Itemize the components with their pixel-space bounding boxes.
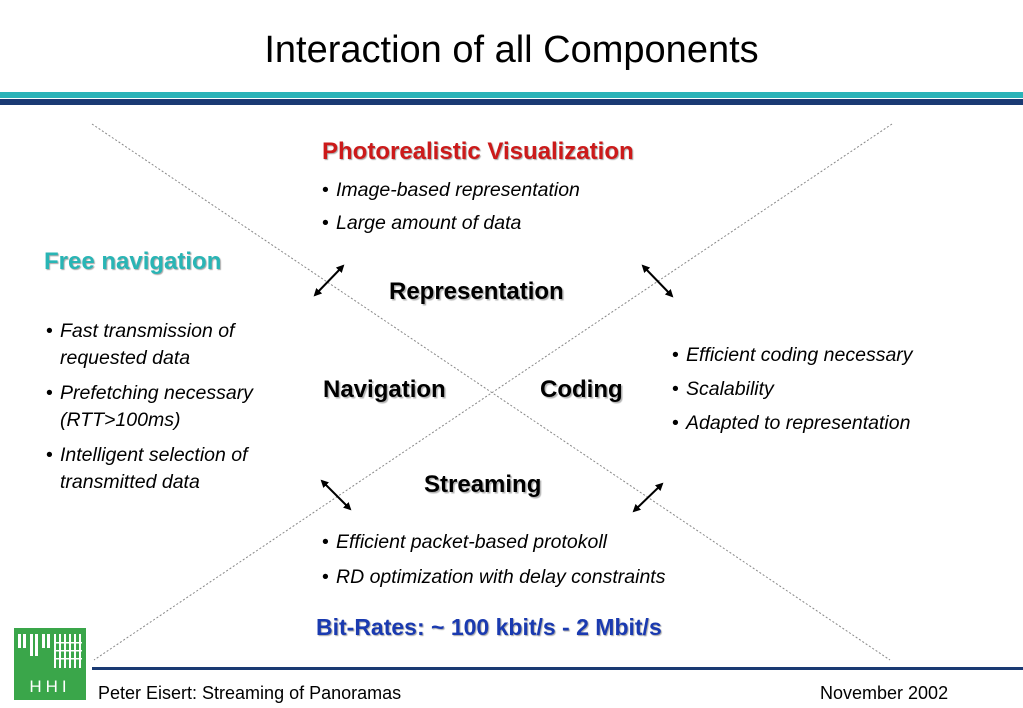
- label-representation: Representation: [389, 278, 564, 305]
- label-coding: Coding: [540, 376, 623, 403]
- left-bullet-2-line-2: (RTT>100ms): [60, 409, 181, 431]
- top-bullet-2: Large amount of data: [322, 210, 580, 237]
- title-divider-bars: [0, 92, 1023, 105]
- right-bullet-1: Efficient coding necessary: [672, 342, 913, 369]
- left-bullet-3-line-1: Intelligent selection of: [60, 444, 248, 466]
- top-bullet-1: Image-based representation: [322, 177, 580, 204]
- footer-divider: [92, 667, 1023, 670]
- bottom-bullet-1: Efficient packet-based protokoll: [322, 529, 665, 556]
- left-bullet-1: • Fast transmission of requested data: [46, 320, 235, 369]
- left-bullet-1-line-2: requested data: [60, 347, 191, 369]
- slide-title: Interaction of all Components: [264, 29, 759, 71]
- bottom-bullet-list: Efficient packet-based protokoll RD opti…: [322, 529, 665, 591]
- bitrates-heading: Bit-Rates: ~ 100 kbit/s - 2 Mbit/s: [316, 614, 662, 640]
- right-bullet-2: Scalability: [672, 376, 913, 403]
- label-navigation: Navigation: [323, 376, 446, 403]
- arrow-bottom-right: [632, 482, 664, 513]
- left-bullet-list: • Fast transmission of requested data • …: [46, 318, 253, 496]
- right-bullet-list: Efficient coding necessary Scalability A…: [672, 342, 913, 437]
- arrow-top-right: [641, 264, 674, 298]
- label-streaming: Streaming: [424, 471, 542, 498]
- heading-free-navigation: Free navigation: [44, 248, 222, 275]
- top-bullet-list: Image-based representation Large amount …: [322, 177, 580, 237]
- arrow-bottom-left: [320, 479, 352, 511]
- logo-text: HHI: [29, 677, 70, 696]
- left-bullet-2-line-1: Prefetching necessary: [60, 382, 253, 404]
- heading-photorealistic-visualization: Photorealistic Visualization: [322, 138, 634, 165]
- left-bullet-3: • Intelligent selection of transmitted d…: [46, 444, 248, 493]
- left-bullet-3-line-2: transmitted data: [60, 471, 200, 493]
- bottom-bullet-2: RD optimization with delay constraints: [322, 564, 665, 591]
- arrow-top-left: [313, 264, 345, 297]
- footer-date: November 2002: [820, 683, 949, 703]
- left-bullet-2: • Prefetching necessary (RTT>100ms): [46, 382, 253, 431]
- right-bullet-3: Adapted to representation: [672, 410, 913, 437]
- footer-author-title: Peter Eisert: Streaming of Panoramas: [98, 683, 402, 703]
- hhi-logo: HHI: [14, 628, 86, 700]
- left-bullet-1-line-1: Fast transmission of: [60, 320, 235, 342]
